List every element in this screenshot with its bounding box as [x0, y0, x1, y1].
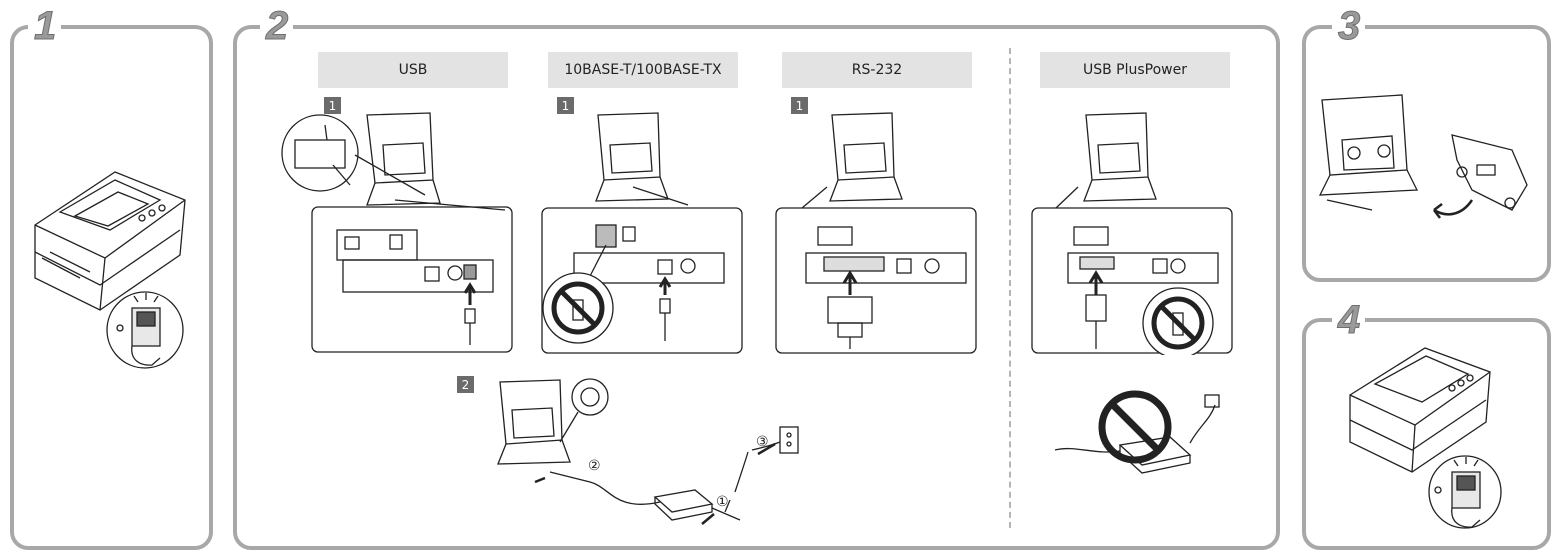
step-1-panel: [10, 25, 213, 550]
power-switch-icon: [1428, 455, 1502, 529]
step-3-panel: [1302, 25, 1551, 282]
power-step-1-marker: ①: [716, 494, 729, 510]
printer-icon: [34, 171, 186, 311]
header-usb-pluspower: USB PlusPower: [1040, 52, 1230, 88]
header-rs232: RS-232: [782, 52, 972, 88]
rs232-connection-illustration: [775, 112, 977, 354]
power-step-3-marker: ③: [756, 434, 769, 450]
cover-attach-illustration: [1318, 94, 1528, 219]
prohibited-icon: [1142, 287, 1214, 355]
power-switch-icon: [106, 291, 184, 369]
section-divider: [1009, 48, 1011, 528]
step-2-panel: [233, 25, 1280, 550]
printer-power-on-illustration-final: [1349, 347, 1502, 529]
printer-icon: [1349, 347, 1491, 473]
step-4-panel: [1302, 318, 1551, 550]
step-2-number: 2: [260, 6, 294, 47]
connector-cover-icon: [1451, 134, 1528, 211]
substep-badge-power: 2: [457, 376, 474, 393]
wall-outlet-icon: [779, 426, 799, 454]
substep-badge-usb: 1: [324, 97, 341, 114]
power-connection-illustration: ① ② ③: [497, 378, 799, 525]
ethernet-connection-illustration: [541, 112, 743, 354]
header-usb: USB: [318, 52, 508, 88]
step-1-number: 1: [28, 6, 62, 47]
no-ac-adapter-illustration: [1054, 390, 1220, 474]
arrow-icon: [1433, 199, 1474, 216]
step-3-number: 3: [1332, 6, 1366, 47]
ac-adapter-icon: [653, 489, 714, 521]
usb-connection-illustration: [281, 112, 513, 353]
header-ethernet: 10BASE-T/100BASE-TX: [548, 52, 738, 88]
printer-power-on-illustration: [34, 171, 186, 369]
substep-badge-ethernet: 1: [557, 97, 574, 114]
substep-badge-rs232: 1: [791, 97, 808, 114]
step-4-number: 4: [1332, 300, 1366, 341]
power-step-2-marker: ②: [588, 458, 601, 474]
prohibited-icon: [542, 272, 614, 344]
prohibited-icon: [1098, 390, 1172, 464]
usb-pluspower-connection-illustration: [1031, 112, 1233, 355]
